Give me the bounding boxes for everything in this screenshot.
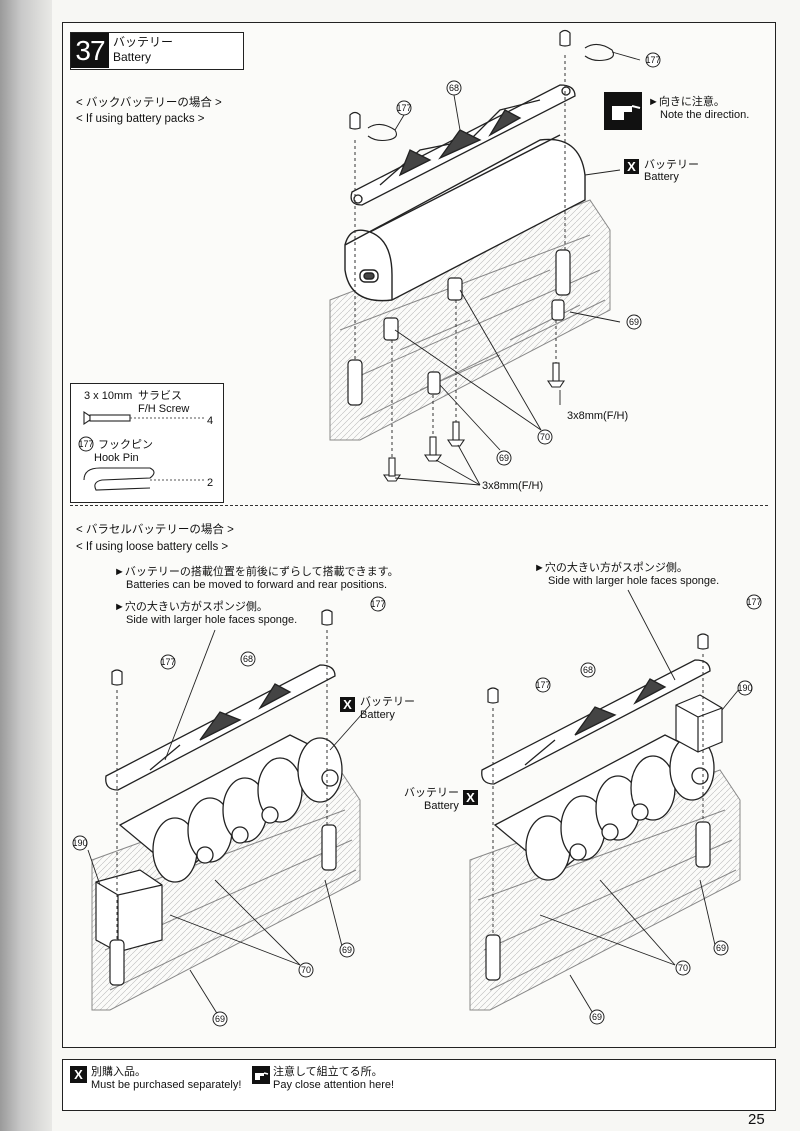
legend-screw-icon <box>83 410 204 426</box>
step-title: バッテリー Battery <box>113 35 173 65</box>
leaders-top <box>394 51 641 486</box>
part-69-left-a: 69 <box>342 945 352 955</box>
footer-legend <box>62 1059 776 1111</box>
footer-separate-jp: 別購入品。 <box>91 1066 146 1078</box>
legend-screw-jp: サラビス <box>138 390 182 402</box>
part-70-left: 70 <box>301 965 311 975</box>
battery-right-x: X <box>463 790 478 806</box>
cells-left <box>118 734 343 883</box>
battery-plate-68-left <box>105 664 336 791</box>
part-69-right-b: 69 <box>592 1012 602 1022</box>
part-177-left-a: 177 <box>160 657 175 667</box>
posts-top <box>347 29 571 406</box>
legend-screw-qty: 4 <box>207 415 214 427</box>
assembly-guides-top <box>354 55 566 458</box>
battery-pack-label: X <box>624 159 639 175</box>
posts-left <box>109 609 337 986</box>
part-callouts-left: 177 177 68 190 70 69 69 <box>72 596 386 1027</box>
part-177-a: 177 <box>396 103 411 113</box>
leaders-left <box>87 629 371 1016</box>
sponge-190-left <box>95 869 163 953</box>
legend-part-177: 177 <box>78 439 93 449</box>
guides-left <box>116 630 328 940</box>
legend-screw-en: F/H Screw <box>138 403 190 415</box>
part-69-b: 69 <box>499 453 509 463</box>
chassis-right <box>469 769 741 1011</box>
cells-right <box>493 734 715 881</box>
pointing-hand-icon <box>252 1066 270 1084</box>
part-68: 68 <box>449 83 459 93</box>
step-number: 37 <box>71 33 109 68</box>
section2-heading-en: < If using loose battery cells > <box>76 541 229 553</box>
legend-hook-pin-icon <box>83 467 204 491</box>
legend-pin-qty: 2 <box>207 477 214 489</box>
page-binding-shadow <box>0 0 52 1131</box>
battery-left-en: Battery <box>360 709 395 721</box>
part-69-left-b: 69 <box>215 1014 225 1024</box>
page-number: 25 <box>748 1111 765 1128</box>
battery-pack-label-en: Battery <box>644 171 679 183</box>
step-header: 37 バッテリー Battery <box>70 32 244 70</box>
sponge-190-right <box>675 694 723 753</box>
battery-plate-68 <box>350 84 576 206</box>
loose-note3-jp: ►穴の大きい方がスポンジ側。 <box>534 562 688 574</box>
loose-note2-en: Side with larger hole faces sponge. <box>126 614 298 626</box>
guides-right <box>492 654 704 935</box>
screw-callout-1: 3x8mm(F/H) <box>567 410 629 422</box>
part-68-left: 68 <box>243 654 253 664</box>
footer-attention-en: Pay close attention here! <box>273 1079 395 1091</box>
direction-note-en: Note the direction. <box>660 109 750 121</box>
legend-pin-jp: フックピン <box>98 439 153 451</box>
legend-pin-en: Hook Pin <box>94 452 139 464</box>
part-70: 70 <box>540 432 550 442</box>
footer-separate-en: Must be purchased separately! <box>91 1079 242 1091</box>
section2-heading-jp: < バラセルバッテリーの場合 > <box>76 524 234 536</box>
battery-pack <box>344 134 586 302</box>
part-190-left: 190 <box>72 838 87 848</box>
loose-note1-en: Batteries can be moved to forward and re… <box>126 579 388 591</box>
loose-note1-jp: ►バッテリーの搭載位置を前後にずらして搭載できます。 <box>114 566 399 578</box>
part-69-a: 69 <box>629 317 639 327</box>
loose-note3-en: Side with larger hole faces sponge. <box>548 575 720 587</box>
x-box-icon: X <box>624 159 639 174</box>
part-68-right: 68 <box>583 665 593 675</box>
screw-callout-2: 3x8mm(F/H) <box>482 480 544 492</box>
footer-hand-icon <box>252 1066 270 1088</box>
loose-note2-jp: ►穴の大きい方がスポンジ側。 <box>114 601 268 613</box>
x-box-icon: X <box>463 790 478 805</box>
part-177-left-b: 177 <box>370 599 385 609</box>
pointing-hand-icon <box>604 92 642 130</box>
part-190-right: 190 <box>737 683 752 693</box>
posts-right <box>485 633 711 981</box>
step-title-jp: バッテリー <box>113 35 174 49</box>
legend-screw-size: 3 x 10mm <box>84 390 133 402</box>
battery-left-x: X <box>340 697 355 713</box>
part-177-right-a: 177 <box>535 680 550 690</box>
part-69-right-a: 69 <box>716 943 726 953</box>
footer-attention-jp: 注意して組立てる所。 <box>273 1066 383 1078</box>
leaders-right <box>539 589 741 1016</box>
x-box-icon: X <box>340 697 355 712</box>
part-callouts-top: 177 68 177 69 70 69 177 <box>78 52 661 466</box>
part-177-right-b: 177 <box>746 597 761 607</box>
part-177-b: 177 <box>645 55 660 65</box>
hook-pins-top <box>367 43 614 142</box>
direction-note-jp: ►向きに注意。 <box>648 96 725 108</box>
battery-right-en: Battery <box>424 800 459 812</box>
x-box-icon: X <box>70 1066 87 1083</box>
battery-left-jp: バッテリー <box>360 696 415 708</box>
step-title-en: Battery <box>113 50 152 64</box>
footer-x-icon: X <box>70 1066 87 1083</box>
battery-right-jp: バッテリー <box>404 787 459 799</box>
part-70-right: 70 <box>678 963 688 973</box>
battery-pack-label-jp: バッテリー <box>644 159 699 171</box>
section1-heading-en: < If using battery packs > <box>76 113 205 125</box>
part-callouts-right: 177 177 68 190 70 69 69 <box>535 594 762 1025</box>
battery-plate-68-right <box>481 659 711 785</box>
section1-heading-jp: < バックバッテリーの場合 > <box>76 97 222 109</box>
section-divider <box>70 505 768 506</box>
